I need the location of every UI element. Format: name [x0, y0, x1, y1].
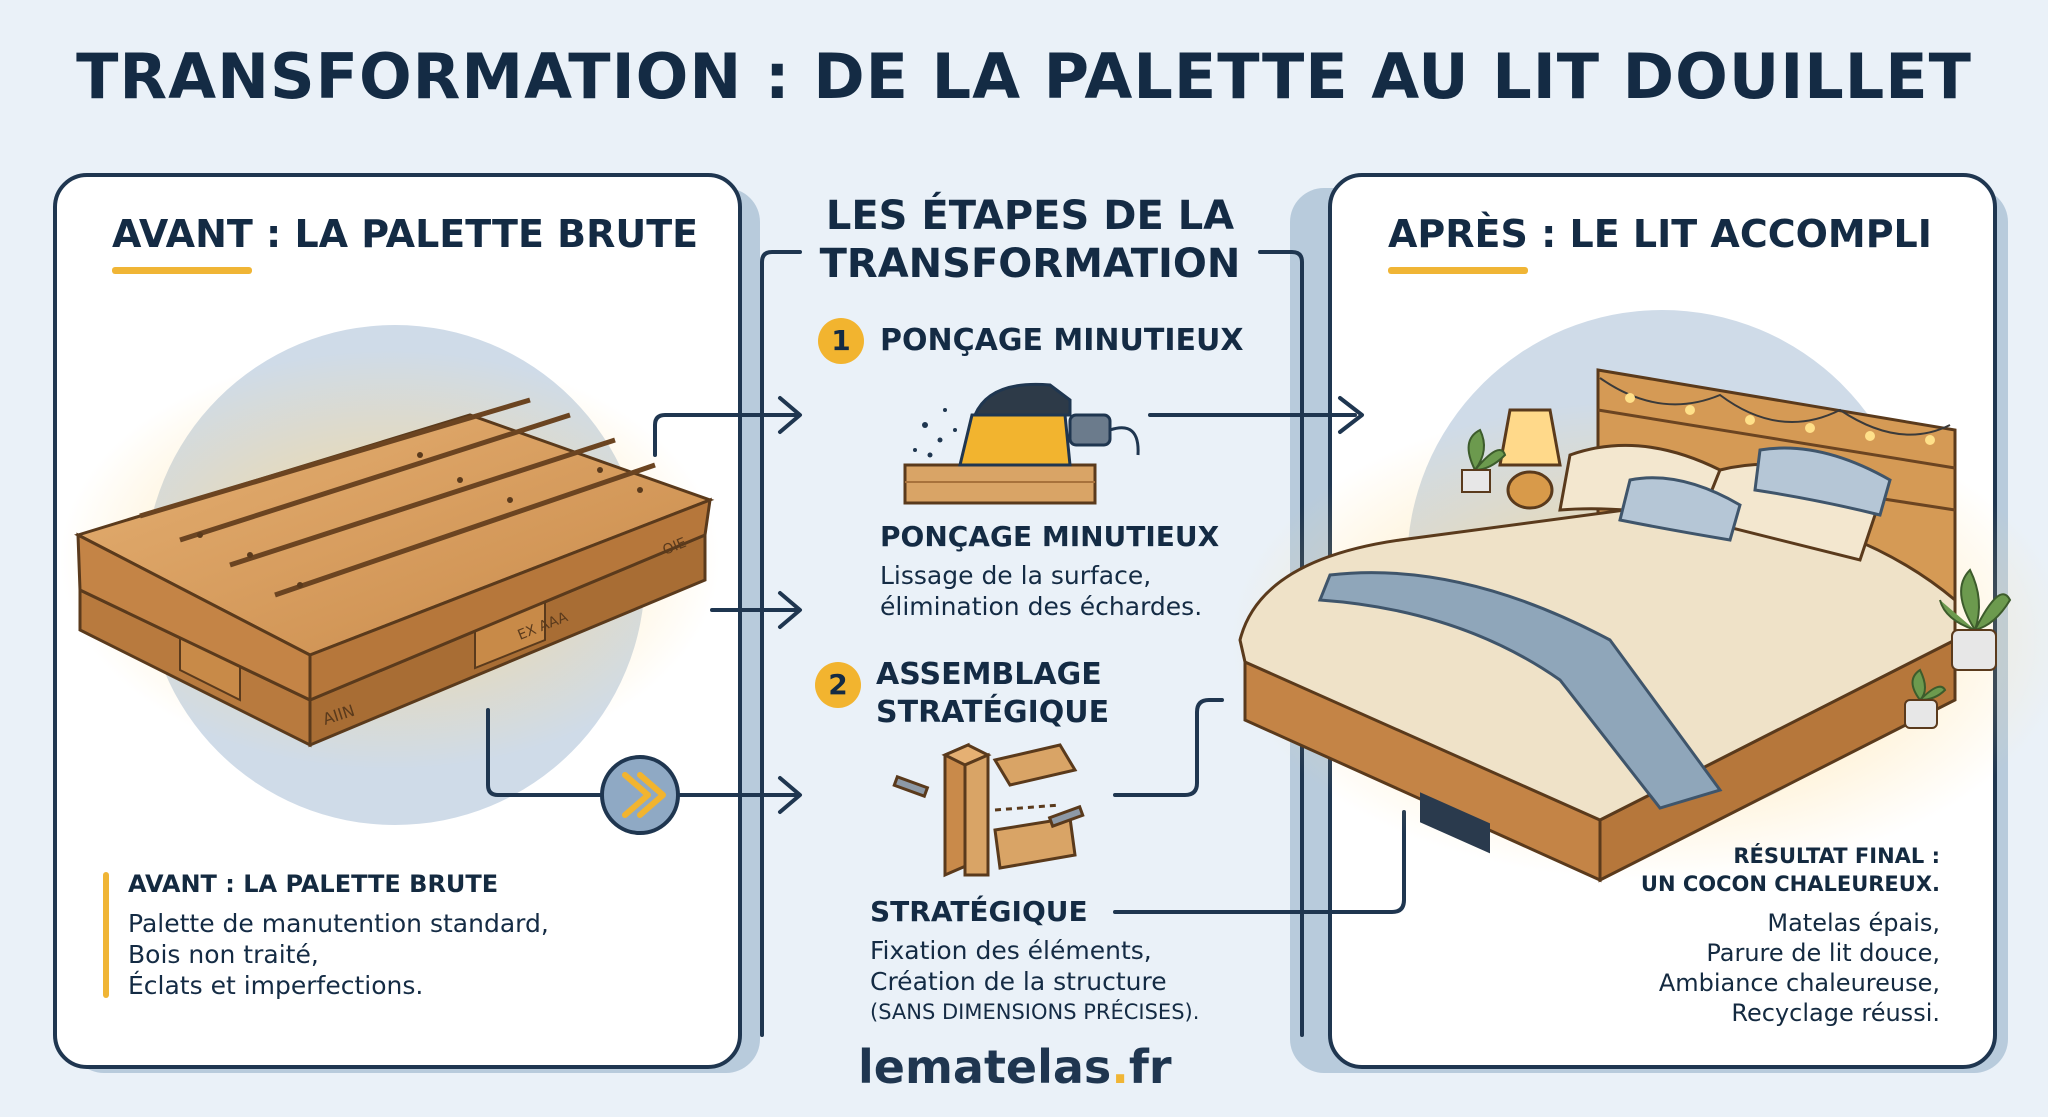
step-1-subtitle: PONÇAGE MINUTIEUX: [880, 520, 1220, 553]
step-1-description: Lissage de la surface, élimination des é…: [880, 560, 1202, 622]
result-line: Matelas épais,: [1767, 909, 1940, 937]
result-block: RÉSULTAT FINAL : UN COCON CHALEUREUX. Ma…: [1641, 842, 1940, 1028]
steps-heading: LES ÉTAPES DE LA TRANSFORMATION: [790, 192, 1270, 288]
page-title: TRANSFORMATION : DE LA PALETTE AU LIT DO…: [76, 40, 1972, 113]
step-1-badge: 1: [818, 318, 864, 364]
steps-heading-line: TRANSFORMATION: [819, 241, 1241, 287]
left-note-description: Palette de manutention standard, Bois no…: [128, 908, 549, 1001]
left-heading-underline: [112, 267, 252, 274]
step-1-desc-line: Lissage de la surface,: [880, 561, 1152, 590]
left-note-accent-bar: [103, 872, 109, 998]
sander-icon: [903, 382, 1140, 505]
step-2-title: ASSEMBLAGE STRATÉGIQUE: [876, 656, 1109, 732]
result-title-line: RÉSULTAT FINAL :: [1733, 844, 1940, 868]
chevron-right-icon: [622, 772, 666, 818]
center-bracket: [760, 250, 1304, 1037]
left-card-heading: AVANT : LA PALETTE BRUTE: [112, 212, 699, 256]
logo-main: lematelas: [858, 1040, 1112, 1094]
step-1-title: PONÇAGE MINUTIEUX: [880, 323, 1244, 358]
wood-joint-icon: [892, 742, 1085, 878]
right-card-heading: APRÈS : LE LIT ACCOMPLI: [1388, 212, 1932, 256]
bed-illustration: [1238, 368, 2012, 883]
result-line: Recyclage réussi.: [1731, 999, 1940, 1027]
connector-arrows-left: [486, 396, 802, 814]
left-note-line: Bois non traité,: [128, 940, 319, 969]
step-2-desc-line: Création de la structure: [870, 967, 1167, 996]
left-note-line: Éclats et imperfections.: [128, 971, 424, 1000]
next-step-circle-button[interactable]: [600, 755, 680, 835]
step-2-subtitle: STRATÉGIQUE: [870, 895, 1088, 928]
right-heading-underline: [1388, 267, 1528, 274]
left-note-line: Palette de manutention standard,: [128, 909, 549, 938]
connector-step1-to-bed: [1148, 396, 1364, 434]
step-2-title-line: ASSEMBLAGE: [876, 657, 1102, 692]
result-line: Parure de lit douce,: [1706, 939, 1940, 967]
step-2-title-line: STRATÉGIQUE: [876, 695, 1110, 730]
logo-dot: .: [1111, 1040, 1129, 1094]
step-1-desc-line: élimination des échardes.: [880, 592, 1203, 621]
left-note-title: AVANT : LA PALETTE BRUTE: [128, 870, 499, 898]
step-2-desc-line: Fixation des éléments,: [870, 936, 1152, 965]
result-line: Ambiance chaleureuse,: [1658, 969, 1940, 997]
logo-tld: fr: [1128, 1040, 1172, 1094]
result-title-line: UN COCON CHALEUREUX.: [1640, 872, 1940, 896]
step-2-note: (SANS DIMENSIONS PRÉCISES).: [870, 1000, 1200, 1024]
brand-logo[interactable]: lematelas.fr: [858, 1040, 1172, 1094]
step-2-badge: 2: [815, 662, 861, 708]
connector-step2-to-bed: [1113, 698, 1406, 914]
steps-heading-line: LES ÉTAPES DE LA: [825, 193, 1235, 239]
pallet-illustration: AIIN EX AAA OIE: [74, 397, 715, 748]
step-2-description: Fixation des éléments, Création de la st…: [870, 935, 1199, 1028]
